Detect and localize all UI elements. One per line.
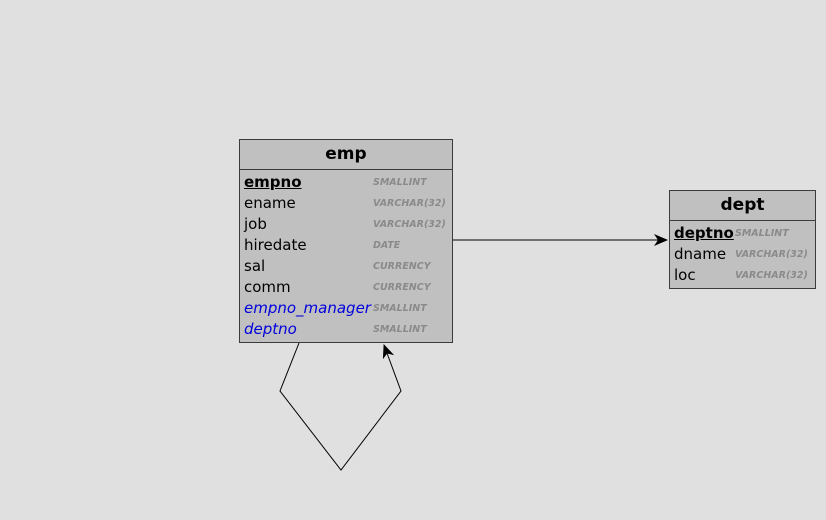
attribute-row[interactable]: deptno SMALLINT xyxy=(240,319,452,340)
entity-title: dept xyxy=(670,191,815,221)
attribute-type: VARCHAR(32) xyxy=(735,249,808,260)
attribute-row[interactable]: job VARCHAR(32) xyxy=(240,214,452,235)
attribute-name: loc xyxy=(674,266,696,284)
attribute-type: SMALLINT xyxy=(373,303,427,314)
attribute-type: SMALLINT xyxy=(373,177,427,188)
attribute-row[interactable]: sal CURRENCY xyxy=(240,256,452,277)
attribute-type: CURRENCY xyxy=(373,282,431,293)
attribute-name: job xyxy=(244,215,267,233)
attribute-name: ename xyxy=(244,194,296,212)
attribute-name: hiredate xyxy=(244,236,307,254)
attribute-row[interactable]: ename VARCHAR(32) xyxy=(240,193,452,214)
attribute-name-primary-key: empno xyxy=(244,173,302,191)
entity-emp[interactable]: emp empno SMALLINT ename VARCHAR(32) job… xyxy=(239,139,453,343)
attribute-row[interactable]: loc VARCHAR(32) xyxy=(670,265,815,286)
attribute-row[interactable]: hiredate DATE xyxy=(240,235,452,256)
attribute-row[interactable]: empno SMALLINT xyxy=(240,172,452,193)
entity-dept[interactable]: dept deptno SMALLINT dname VARCHAR(32) l… xyxy=(669,190,816,289)
attribute-name-primary-key: deptno xyxy=(674,224,734,242)
attribute-row[interactable]: dname VARCHAR(32) xyxy=(670,244,815,265)
attribute-name-foreign-key: deptno xyxy=(244,320,297,338)
attribute-type: DATE xyxy=(373,240,401,251)
attribute-name: sal xyxy=(244,257,266,275)
entity-title: emp xyxy=(240,140,452,170)
attribute-type: VARCHAR(32) xyxy=(735,270,808,281)
attribute-type: VARCHAR(32) xyxy=(373,219,446,230)
attribute-row[interactable]: empno_manager SMALLINT xyxy=(240,298,452,319)
attribute-list: deptno SMALLINT dname VARCHAR(32) loc VA… xyxy=(670,221,815,286)
attribute-name-foreign-key: empno_manager xyxy=(244,299,371,317)
attribute-list: empno SMALLINT ename VARCHAR(32) job VAR… xyxy=(240,170,452,340)
attribute-type: CURRENCY xyxy=(373,261,431,272)
attribute-type: VARCHAR(32) xyxy=(373,198,446,209)
attribute-type: SMALLINT xyxy=(373,324,427,335)
attribute-type: SMALLINT xyxy=(735,228,789,239)
attribute-row[interactable]: deptno SMALLINT xyxy=(670,223,815,244)
attribute-name: comm xyxy=(244,278,291,296)
attribute-name: dname xyxy=(674,245,727,263)
relationship-emp-self[interactable] xyxy=(279,342,402,471)
attribute-row[interactable]: comm CURRENCY xyxy=(240,277,452,298)
